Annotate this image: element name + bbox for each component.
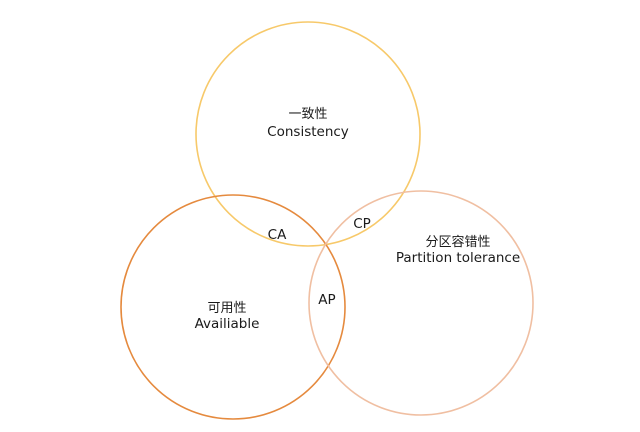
partition-tolerance-label-cn: 分区容错性 [425,234,490,250]
partition-tolerance-label-en: Partition tolerance [396,250,520,266]
ca-intersection-label: CA [268,227,287,243]
availability-label-en: Availiable [195,316,260,332]
partition-tolerance-circle [308,190,534,416]
consistency-circle [195,21,421,247]
availability-label-cn: 可用性 [207,301,246,316]
cp-intersection-label: CP [353,216,371,232]
consistency-label-cn: 一致性 [288,107,327,122]
availability-circle [120,194,346,420]
ap-intersection-label: AP [318,292,335,308]
consistency-label-en: Consistency [267,124,349,140]
